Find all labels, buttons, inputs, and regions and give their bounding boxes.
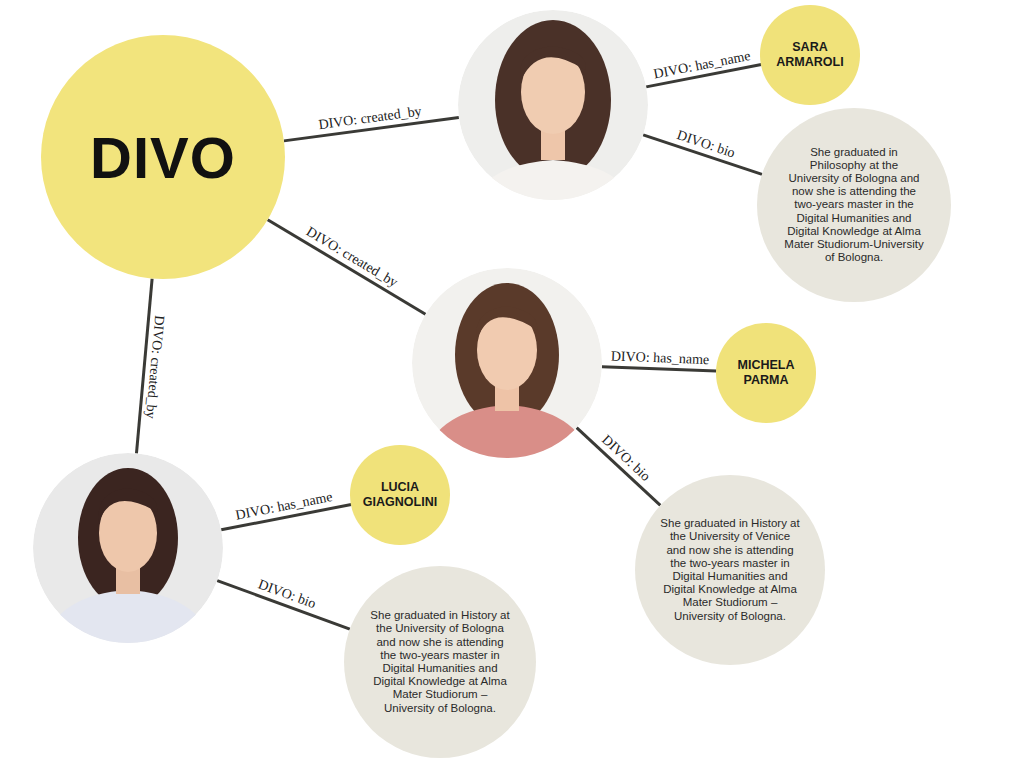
portrait-circle <box>412 268 602 458</box>
name-circle: MICHELA PARMA <box>716 323 815 422</box>
portrait-circle <box>33 453 223 643</box>
hub-circle: DIVO <box>41 35 285 279</box>
name-circle: LUCIA GIAGNOLINI <box>350 445 449 544</box>
person-name: SARA ARMAROLI <box>768 40 852 70</box>
bio-text: She graduated in Philosophy at the Unive… <box>784 146 924 265</box>
portrait-photo <box>458 10 648 210</box>
bio-circle: She graduated in Philosophy at the Unive… <box>757 108 951 302</box>
relation-label: DIVO: bio <box>597 431 655 486</box>
relation-label: DIVO: created_by <box>302 223 402 292</box>
person-name: MICHELA PARMA <box>724 358 808 388</box>
bio-circle: She graduated in History at the Universi… <box>344 566 536 758</box>
bio-text: She graduated in History at the Universi… <box>660 517 800 623</box>
relation-line <box>577 428 661 506</box>
hub-title: DIVO <box>90 124 236 191</box>
relation-line <box>268 220 426 315</box>
name-circle: SARA ARMAROLI <box>760 5 859 104</box>
relation-line <box>602 367 716 371</box>
portrait-circle <box>458 10 648 200</box>
bio-text: She graduated in History at the Universi… <box>370 609 510 715</box>
portrait-photo <box>412 268 602 470</box>
bio-circle: She graduated in History at the Universi… <box>635 475 825 665</box>
portrait-photo <box>33 453 223 655</box>
relation-label: DIVO: has_name <box>608 348 711 367</box>
person-name: LUCIA GIAGNOLINI <box>358 480 442 510</box>
